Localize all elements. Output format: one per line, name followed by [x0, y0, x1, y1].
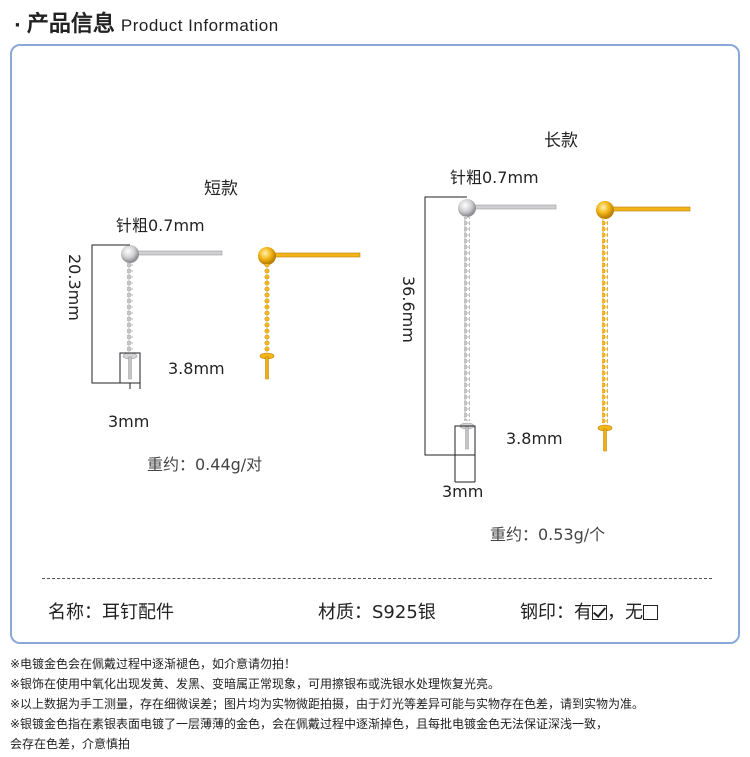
note-line: ※以上数据为手工测量，存在细微误差；图片均为实物微距拍摄，由于灯光等差异可能与实… — [10, 697, 645, 711]
divider — [42, 578, 712, 579]
long-length: 36.6mm — [399, 276, 418, 343]
short-pin-thickness: 针粗0.7mm — [116, 216, 205, 235]
short-dimension-lines — [91, 244, 141, 389]
spec-stamp: 钢印：有 ，无 — [520, 598, 658, 624]
long-weight: 重约：0.53g/个 — [490, 525, 606, 544]
spec-material: 材质：S925银 — [318, 602, 436, 623]
note-line: 会存在色差，介意慎拍 — [10, 737, 131, 751]
notes: ※电镀金色会在佩戴过程中逐渐褪色，如介意请勿拍！ ※银饰在使用中氧化出现发黄、发… — [10, 654, 740, 754]
spec-stamp-sep: ， — [607, 602, 625, 623]
header-title-en: Product Information — [120, 16, 279, 35]
product-illustration: 短款 针粗0.7mm 20.3mm 3.8mm 3mm 重约：0.44g/对 长… — [12, 46, 742, 646]
long-cup-height: 3.8mm — [506, 429, 563, 448]
header-bullet: · — [14, 15, 21, 36]
spec-stamp-yes: 有 — [574, 602, 592, 623]
note-line: ※银镀金色指在素银表面电镀了一层薄薄的金色，会在佩戴过程中逐渐掉色，且每批电镀金… — [10, 717, 609, 731]
long-pin-thickness: 针粗0.7mm — [450, 168, 539, 187]
header-title-cn: 产品信息 — [26, 12, 115, 37]
short-length: 20.3mm — [65, 254, 84, 321]
section-header: · 产品信息 Product Information — [14, 6, 279, 42]
spec-stamp-label: 钢印： — [520, 602, 574, 623]
long-title: 长款 — [544, 131, 578, 151]
short-gold-earring — [258, 247, 361, 380]
long-cup-width: 3mm — [442, 482, 484, 501]
earring-drawings — [91, 196, 691, 483]
long-dimension-lines — [424, 196, 476, 483]
short-cup-width: 3mm — [108, 412, 150, 431]
spec-stamp-no: 无 — [625, 602, 643, 623]
long-gold-earring — [596, 201, 691, 452]
short-silver-earring — [121, 245, 223, 380]
short-weight: 重约：0.44g/对 — [147, 455, 263, 474]
short-title: 短款 — [204, 179, 238, 199]
note-line: ※银饰在使用中氧化出现发黄、发黑、变暗属正常现象，可用擦银布或洗银水处理恢复光亮… — [10, 677, 501, 691]
stamp-yes-checkbox-icon — [592, 605, 607, 620]
long-silver-earring — [458, 199, 557, 450]
stamp-no-checkbox-icon — [643, 605, 658, 620]
short-cup-height: 3.8mm — [168, 359, 225, 378]
spec-name: 名称：耳钉配件 — [48, 602, 174, 623]
note-line: ※电镀金色会在佩戴过程中逐渐褪色，如介意请勿拍！ — [10, 657, 297, 671]
spec-row: 名称：耳钉配件 材质：S925银 钢印：有 ，无 — [12, 598, 742, 628]
product-info-card: 短款 针粗0.7mm 20.3mm 3.8mm 3mm 重约：0.44g/对 长… — [10, 44, 740, 644]
